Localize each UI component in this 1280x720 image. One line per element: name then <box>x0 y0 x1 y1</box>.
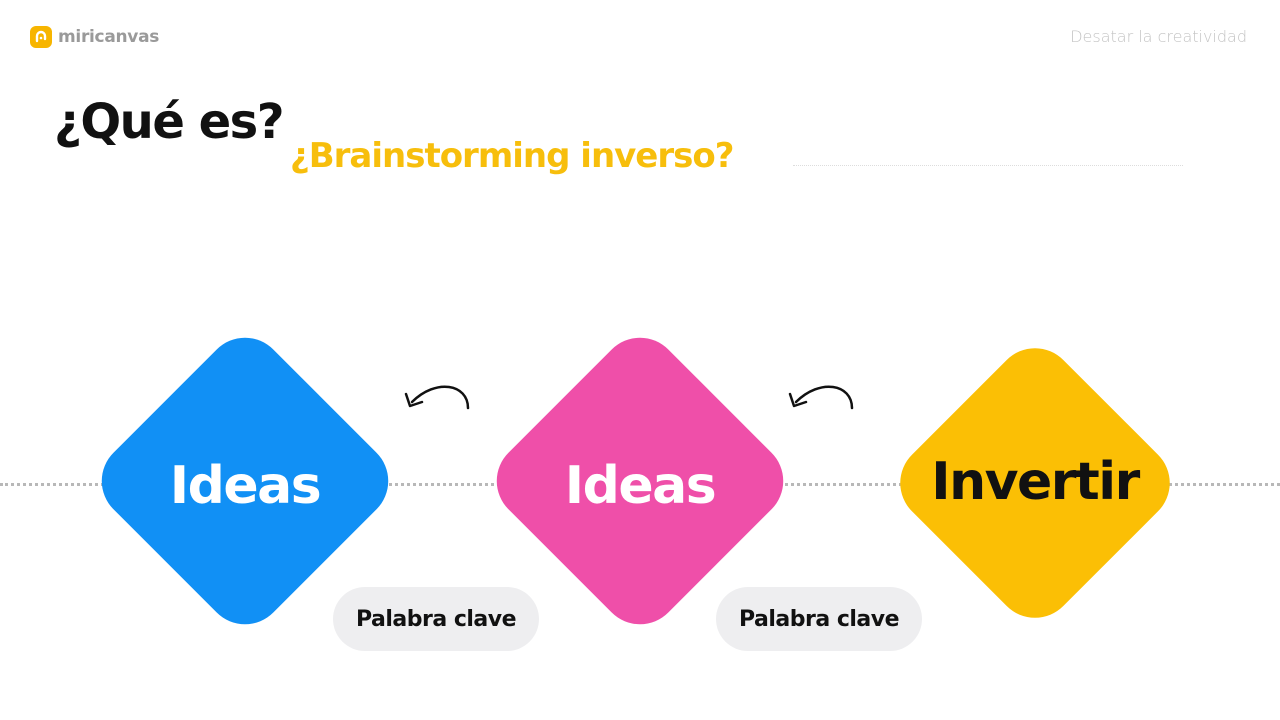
logo-text: miricanvas <box>58 27 160 47</box>
tagline: Desatar la creatividad <box>1070 27 1247 46</box>
step-label-1: Ideas <box>169 456 322 516</box>
miricanvas-logo-icon <box>30 26 52 48</box>
step-label-2: Ideas <box>564 456 717 516</box>
logo: miricanvas <box>30 26 159 48</box>
keyword-pill-1: Palabra clave <box>333 587 539 651</box>
step-label-3: Invertir <box>931 452 1140 512</box>
page-title: ¿Qué es? <box>54 94 285 150</box>
curved-arrow-left-icon <box>788 385 854 410</box>
keyword-pill-2: Palabra clave <box>716 587 922 651</box>
page-subtitle: ¿Brainstorming inverso? <box>290 136 734 176</box>
curved-arrow-left-icon <box>404 385 470 410</box>
faint-divider <box>793 165 1183 166</box>
